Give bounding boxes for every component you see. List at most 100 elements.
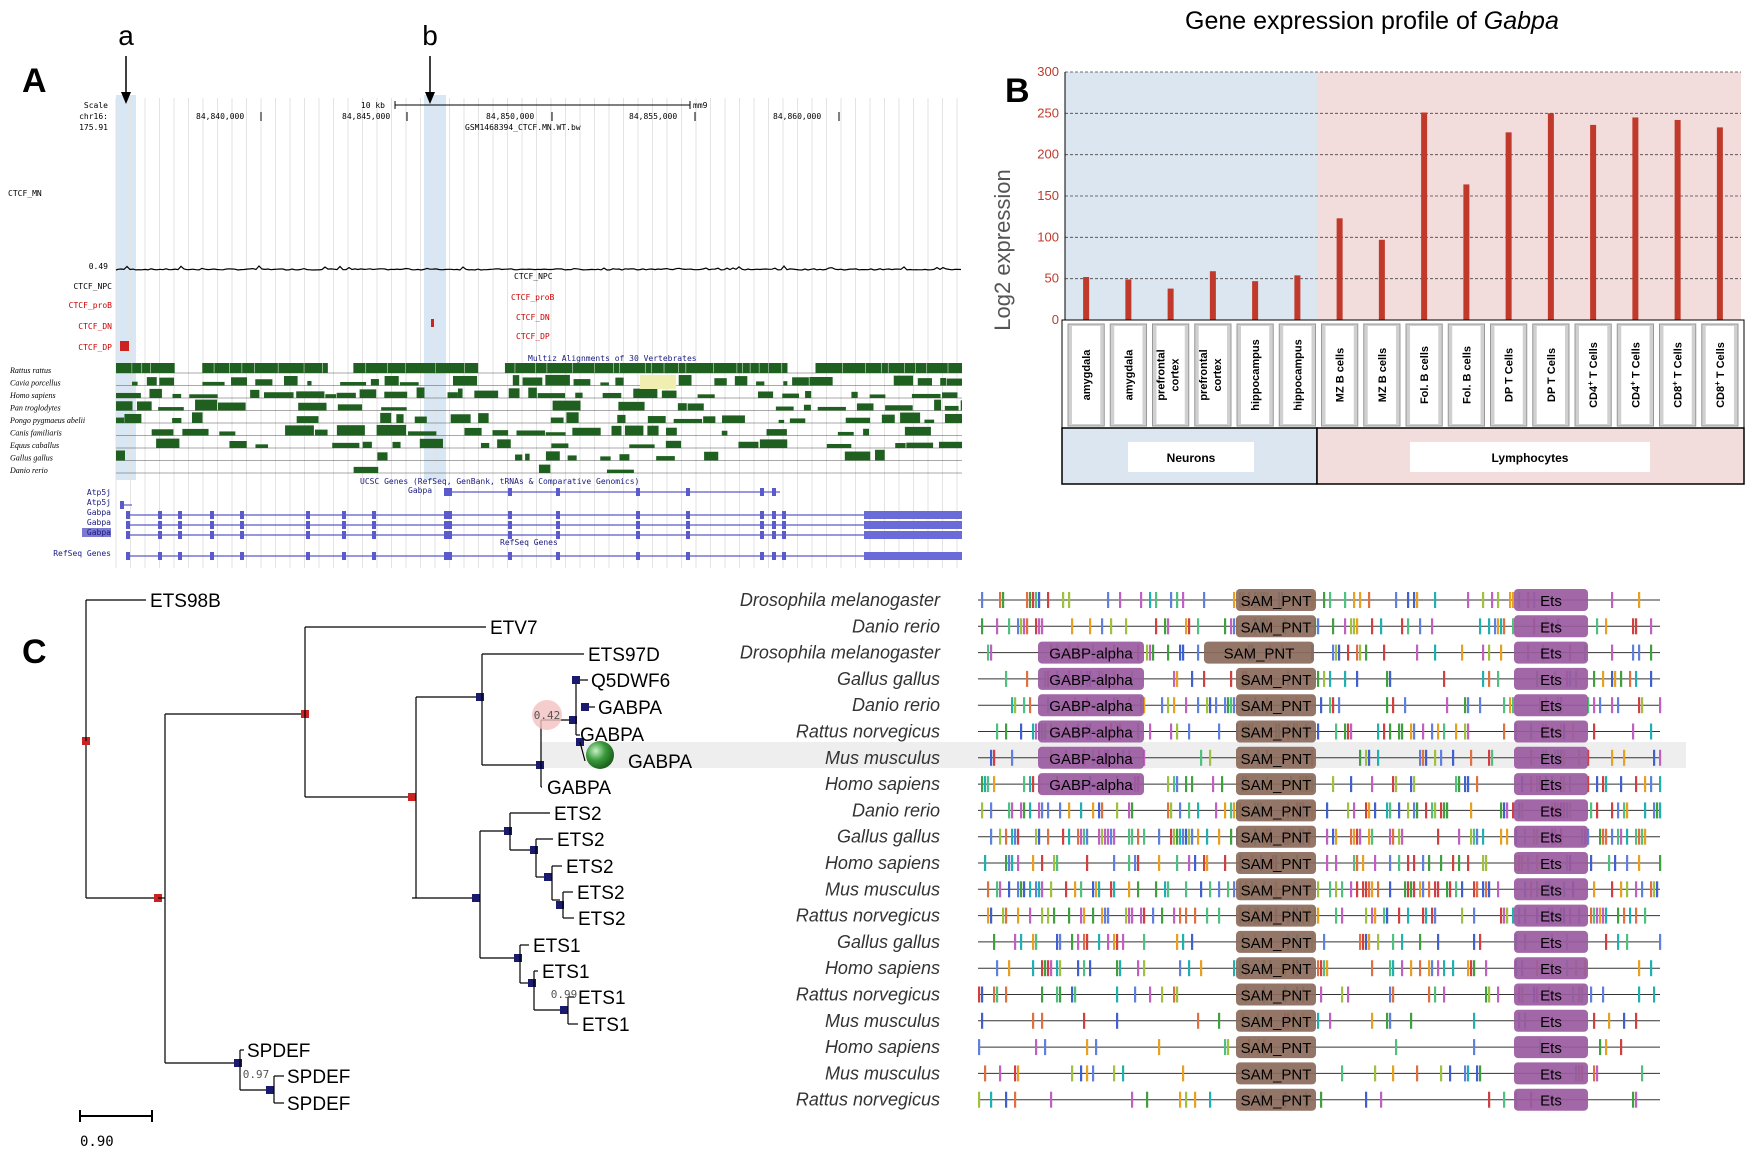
conservation-block xyxy=(336,425,365,436)
residue-block xyxy=(1398,723,1401,740)
gap-block xyxy=(640,375,676,389)
alignment-species-label: Danio rerio xyxy=(852,695,940,715)
category-label: CD8+ T Cells xyxy=(1671,342,1685,408)
domain-label: SAM_PNT xyxy=(1241,751,1312,768)
support-bubble xyxy=(532,700,562,730)
residue-block xyxy=(1365,881,1368,898)
residue-block xyxy=(1056,855,1059,871)
residue-block xyxy=(1644,802,1647,819)
residue-block xyxy=(1194,1091,1197,1108)
residue-block xyxy=(1233,592,1236,608)
category-label: hippocampus xyxy=(1250,339,1262,411)
domain-label: SAM_PNT xyxy=(1241,725,1312,742)
residue-block xyxy=(1470,960,1473,977)
residue-block xyxy=(1500,644,1503,661)
species-label: Pongo pygmaeus abelii xyxy=(9,416,85,425)
residue-block xyxy=(1644,828,1647,845)
gene-exon xyxy=(508,552,512,560)
conservation-block xyxy=(370,379,379,386)
residue-block xyxy=(1650,960,1653,977)
conservation-block xyxy=(508,388,520,398)
category-cell-inner xyxy=(1663,326,1692,424)
residue-block xyxy=(1176,776,1179,793)
residue-block xyxy=(1641,881,1644,898)
residue-block xyxy=(1392,960,1395,977)
residue-block xyxy=(1605,776,1608,793)
alignment-species-label: Mus musculus xyxy=(825,879,940,899)
residue-block xyxy=(1395,592,1398,608)
conservation-block xyxy=(116,401,133,411)
residue-block xyxy=(1635,1091,1638,1108)
residue-block xyxy=(1446,697,1449,714)
browser-grid xyxy=(115,98,958,568)
conservation-block xyxy=(737,363,743,373)
residue-block xyxy=(1632,723,1635,740)
residue-block xyxy=(1077,828,1080,845)
residue-block xyxy=(1140,907,1143,924)
residue-block xyxy=(1131,1091,1134,1108)
domain-box xyxy=(1038,773,1144,796)
residue-block xyxy=(1473,828,1476,845)
bar xyxy=(1336,218,1343,320)
gene-exon xyxy=(126,511,130,519)
residue-block xyxy=(1389,828,1392,845)
conservation-block xyxy=(766,429,787,436)
residue-block xyxy=(1419,960,1422,977)
residue-block xyxy=(1401,960,1404,977)
gene-exon xyxy=(210,511,214,519)
residue-block xyxy=(1062,828,1065,845)
category-cell-inner xyxy=(1114,326,1143,424)
residue-block xyxy=(993,776,996,793)
residue-block xyxy=(1032,960,1035,977)
residue-block xyxy=(1596,907,1599,924)
domain-label: GABP-alpha xyxy=(1049,698,1133,715)
residue-block xyxy=(1473,1012,1476,1029)
conservation-block xyxy=(645,363,651,373)
track-min: 0.49 xyxy=(89,262,108,271)
conservation-block xyxy=(435,363,465,373)
conservation-block xyxy=(927,363,948,373)
gene-label-3: Gabpa xyxy=(87,508,111,517)
residue-block xyxy=(1038,592,1041,608)
residue-block xyxy=(1077,933,1080,950)
residue-block xyxy=(1083,933,1086,950)
domain-box xyxy=(1514,799,1588,822)
lymphocytes-label: Lymphocytes xyxy=(1492,451,1569,465)
residue-block xyxy=(1623,802,1626,819)
category-cell-inner xyxy=(1325,326,1354,424)
category-cell-inner xyxy=(1072,326,1101,424)
residue-block xyxy=(1371,776,1374,793)
conservation-block xyxy=(938,441,962,448)
position-4: 84,855,000 xyxy=(629,112,677,121)
residue-block xyxy=(1083,907,1086,924)
residue-block xyxy=(1416,1065,1419,1082)
residue-block xyxy=(1041,986,1044,1003)
residue-block xyxy=(1485,960,1488,977)
residue-block xyxy=(1611,670,1614,687)
residue-block xyxy=(981,592,984,608)
residue-block xyxy=(1389,670,1392,687)
residue-block xyxy=(990,802,993,819)
domain-box xyxy=(1236,1036,1316,1059)
domain-label: Ets xyxy=(1540,882,1562,899)
residue-block xyxy=(1392,697,1395,714)
conservation-block xyxy=(480,442,490,448)
residue-block xyxy=(1176,592,1179,608)
residue-block xyxy=(1443,723,1446,740)
residue-block xyxy=(1638,644,1641,661)
residue-block xyxy=(1167,644,1170,661)
conservation-block xyxy=(132,363,142,373)
residue-block xyxy=(1335,881,1338,898)
conservation-block xyxy=(881,414,895,423)
bar xyxy=(1547,113,1554,320)
residue-block xyxy=(1170,592,1173,608)
conservation-block xyxy=(895,443,906,448)
tree-node xyxy=(536,761,544,769)
residue-block xyxy=(1035,618,1038,635)
alignment-species-label: Homo sapiens xyxy=(825,1037,940,1057)
residue-block xyxy=(1614,855,1617,871)
residue-block xyxy=(1641,697,1644,714)
conservation-block xyxy=(545,374,570,386)
residue-block xyxy=(1653,749,1656,766)
residue-block xyxy=(1137,855,1140,871)
